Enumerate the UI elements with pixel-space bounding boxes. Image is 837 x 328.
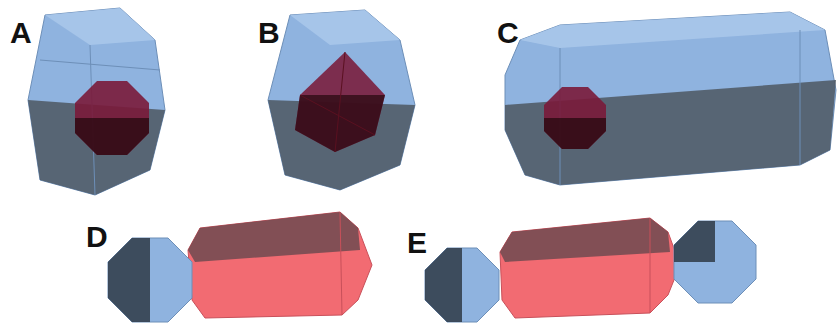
shell-particle-a — [28, 8, 165, 195]
panel-letter: C — [497, 18, 519, 48]
rod-one-tip-d — [108, 212, 372, 322]
panel-letter: B — [258, 18, 280, 48]
panel-letter: A — [10, 18, 32, 48]
panel-letter: E — [407, 228, 427, 258]
shell-particle-b — [268, 10, 415, 190]
panel-letter: D — [86, 222, 108, 252]
rod-shell-particle-c — [505, 12, 836, 185]
rod-two-tips-e — [425, 218, 756, 322]
